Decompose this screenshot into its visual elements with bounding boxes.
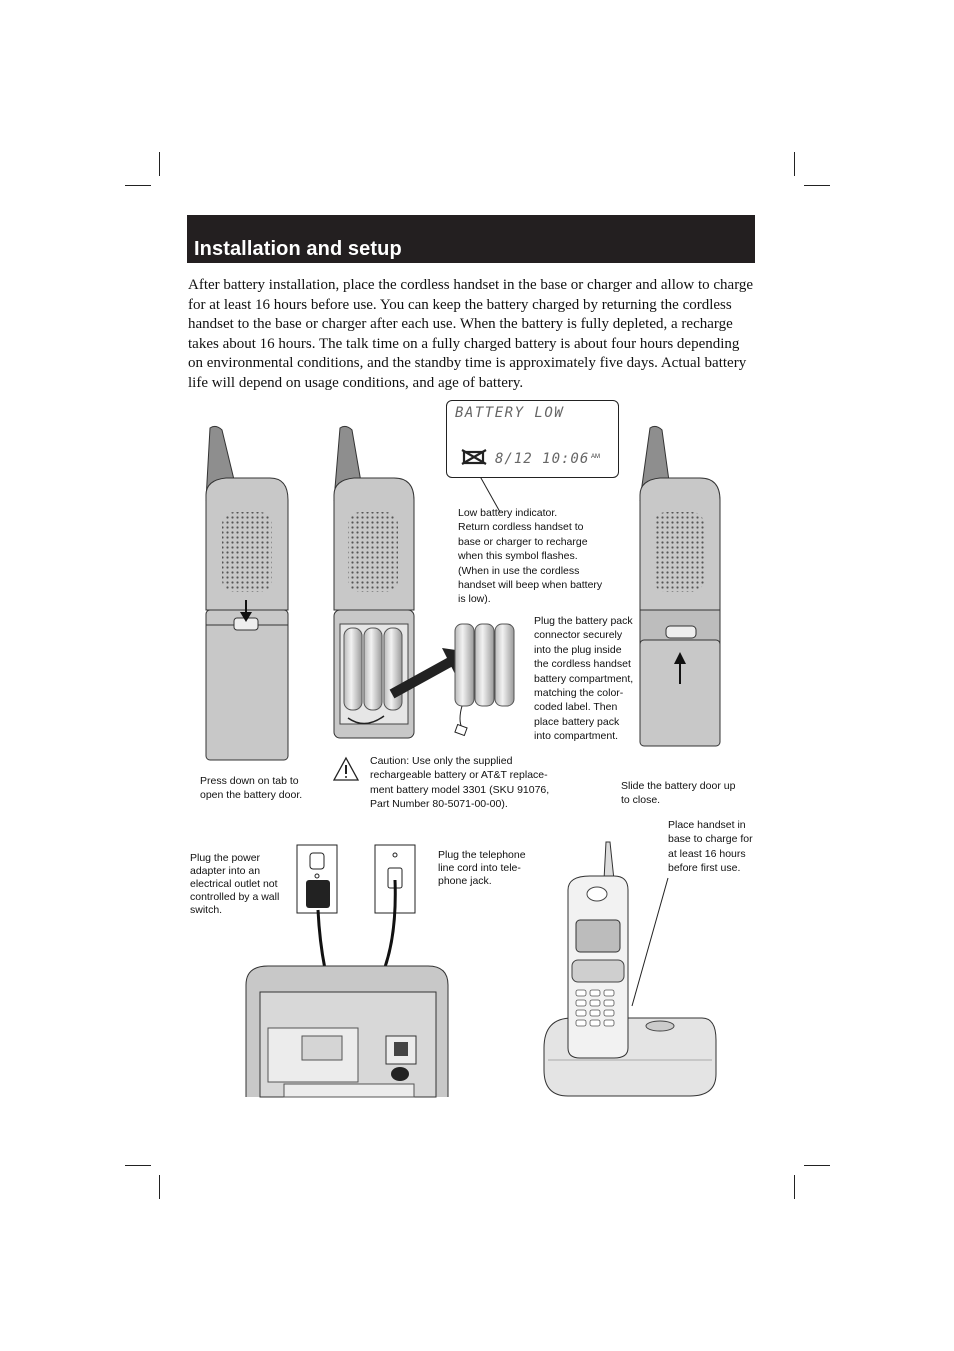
lcd-message: BATTERY LOW [455,405,565,421]
crop-mark [125,1165,151,1166]
crop-mark [794,1175,795,1199]
crop-mark [159,1175,160,1199]
battery-pack [454,623,515,737]
caption-slide-door: Slide the battery door up to close. [621,780,736,807]
handset-door-slide-up [639,425,721,747]
crop-mark [794,152,795,176]
base-bottom-view [245,965,449,1098]
caption-caution: Caution: Use only the supplied rechargea… [370,755,550,811]
intro-paragraph: After battery installation, place the co… [188,277,754,391]
lcd-display: BATTERY LOW 8/12 10:06 AM [446,400,619,478]
wall-outlet [296,844,338,914]
section-header: Installation and setup [187,215,755,263]
caption-plug-battery: Plug the battery pack connector securely… [534,615,634,743]
handset-door-closed [205,425,289,761]
caption-place-handset: Place handset in base to charge for at l… [668,819,753,875]
lcd-ampm: AM [591,454,600,460]
caption-low-battery: Low battery indicator. Return cordless h… [458,507,603,606]
caption-phone-line: Plug the telephone line cord into tele- … [438,849,526,887]
section-title: Installation and setup [194,238,402,260]
caution-icon [332,756,360,781]
handset-compartment-open [333,425,415,739]
crop-mark [125,185,151,186]
caption-press-tab: Press down on tab to open the battery do… [200,775,303,802]
battery-low-icon [461,449,487,465]
caption-power-adapter: Plug the power adapter into an electrica… [190,852,280,916]
charging-base-with-handset [543,841,717,1097]
lcd-date-time: 8/12 10:06 [495,451,590,467]
crop-mark [804,185,830,186]
crop-mark [159,152,160,176]
crop-mark [804,1165,830,1166]
